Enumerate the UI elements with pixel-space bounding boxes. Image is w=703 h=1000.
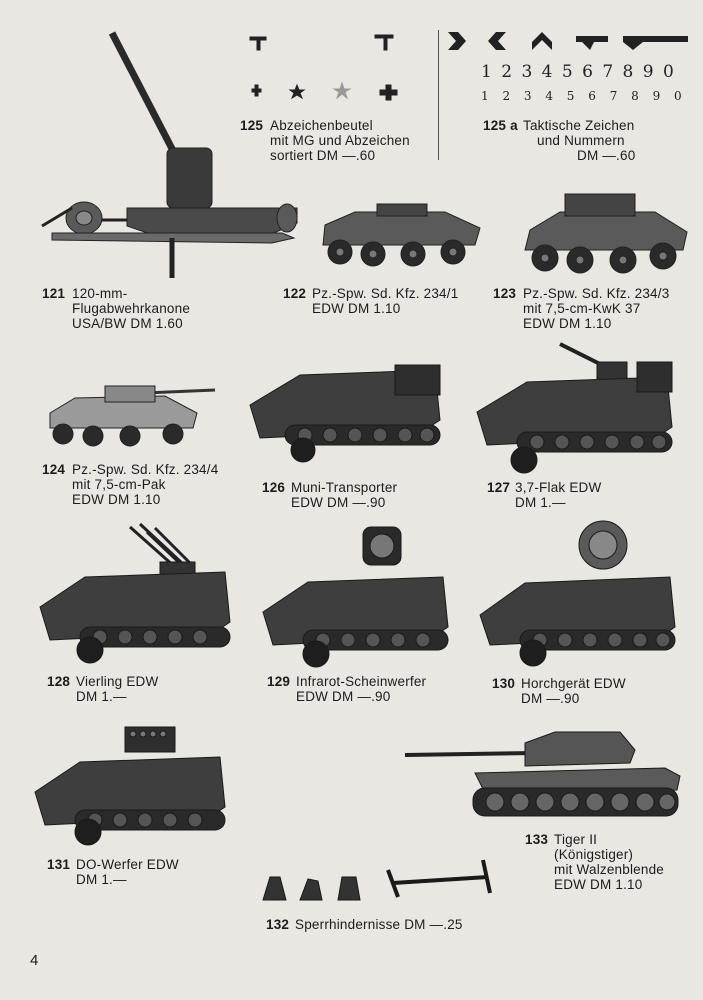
- tiger-ii-figure: [404, 731, 681, 817]
- caption-line: mit Walzenblende: [554, 862, 665, 877]
- listening-device-figure: [479, 520, 676, 667]
- caption-line: EDW DM 1.10: [554, 877, 643, 892]
- caption-line: Flugabwehrkanone: [72, 301, 191, 316]
- item-number: 125: [240, 118, 264, 133]
- tactical-digits-large: 1 2 3 4 5 6 7 8 9 0: [481, 62, 676, 82]
- caption-line: Sperrhindernisse DM —.25: [295, 917, 463, 932]
- caption-line: mit 7,5-cm-Pak: [72, 477, 166, 492]
- item-number: 122: [283, 286, 307, 301]
- caption-line: sortiert DM —.60: [270, 148, 376, 163]
- caption-line: EDW DM —.90: [291, 495, 386, 510]
- caption-line: EDW DM —.90: [296, 689, 391, 704]
- column-divider: [438, 30, 439, 160]
- item-number: 128: [47, 674, 71, 689]
- munition-carrier-figure: [249, 364, 441, 463]
- caption-line: DM 1.—: [76, 689, 127, 704]
- caption-line: Abzeichenbeutel: [270, 118, 373, 133]
- item-number: 131: [47, 857, 71, 872]
- caption-line: 3,7-Flak EDW: [515, 480, 602, 495]
- caption-line: Vierling EDW: [76, 674, 159, 689]
- caption-line: Taktische Zeichen: [523, 118, 635, 133]
- item-number: 124: [42, 462, 66, 477]
- caption-line: DM —.60: [577, 148, 636, 163]
- caption-line: EDW DM 1.10: [312, 301, 401, 316]
- tactical-signs-figure: [448, 32, 688, 50]
- badge-set-figure: [249, 34, 398, 101]
- caption-line: EDW DM 1.10: [72, 492, 161, 507]
- caption-line: DO-Werfer EDW: [76, 857, 179, 872]
- caption-line: Muni-Transporter: [291, 480, 398, 495]
- item-number: 129: [267, 674, 291, 689]
- caption-line: mit 7,5-cm-KwK 37: [523, 301, 641, 316]
- caption-line: Pz.-Spw. Sd. Kfz. 234/3: [523, 286, 670, 301]
- item-number: 126: [262, 480, 286, 495]
- tactical-digits-small: 1 2 3 4 5 6 7 8 9 0: [481, 89, 687, 103]
- item-number: 125 a: [483, 118, 518, 133]
- flak-halftrack-figure: [476, 342, 673, 474]
- armored-car-234-4-figure: [49, 385, 216, 447]
- armored-car-234-1-figure: [322, 203, 481, 267]
- caption-line: Pz.-Spw. Sd. Kfz. 234/4: [72, 462, 219, 477]
- barriers-figure: [262, 859, 492, 901]
- caption-line: Infrarot-Scheinwerfer: [296, 674, 427, 689]
- caption-line: 120-mm-: [72, 286, 128, 301]
- item-number: 127: [487, 480, 511, 495]
- caption-line: Horchgerät EDW: [521, 676, 626, 691]
- caption-line: USA/BW DM 1.60: [72, 316, 183, 331]
- caption-line: und Nummern: [537, 133, 625, 148]
- infrared-searchlight-figure: [262, 526, 449, 668]
- page-number: 4: [30, 952, 39, 969]
- item-number: 130: [492, 676, 516, 691]
- vierling-halftrack-figure: [39, 522, 231, 664]
- item-number: 123: [493, 286, 517, 301]
- item-number: 133: [525, 832, 549, 847]
- do-werfer-figure: [34, 726, 226, 846]
- item-number: 132: [266, 917, 290, 932]
- caption-line: EDW DM 1.10: [523, 316, 612, 331]
- caption-line: Pz.-Spw. Sd. Kfz. 234/1: [312, 286, 459, 301]
- caption-line: DM 1.—: [515, 495, 566, 510]
- caption-line: mit MG und Abzeichen: [270, 133, 410, 148]
- caption-line: (Königstiger): [554, 847, 634, 862]
- caption-line: Tiger II: [554, 832, 598, 847]
- caption-line: DM 1.—: [76, 872, 127, 887]
- caption-line: DM —.90: [521, 691, 580, 706]
- item-number: 121: [42, 286, 66, 301]
- flak-gun-figure: [41, 31, 298, 278]
- armored-car-234-3-figure: [524, 193, 688, 274]
